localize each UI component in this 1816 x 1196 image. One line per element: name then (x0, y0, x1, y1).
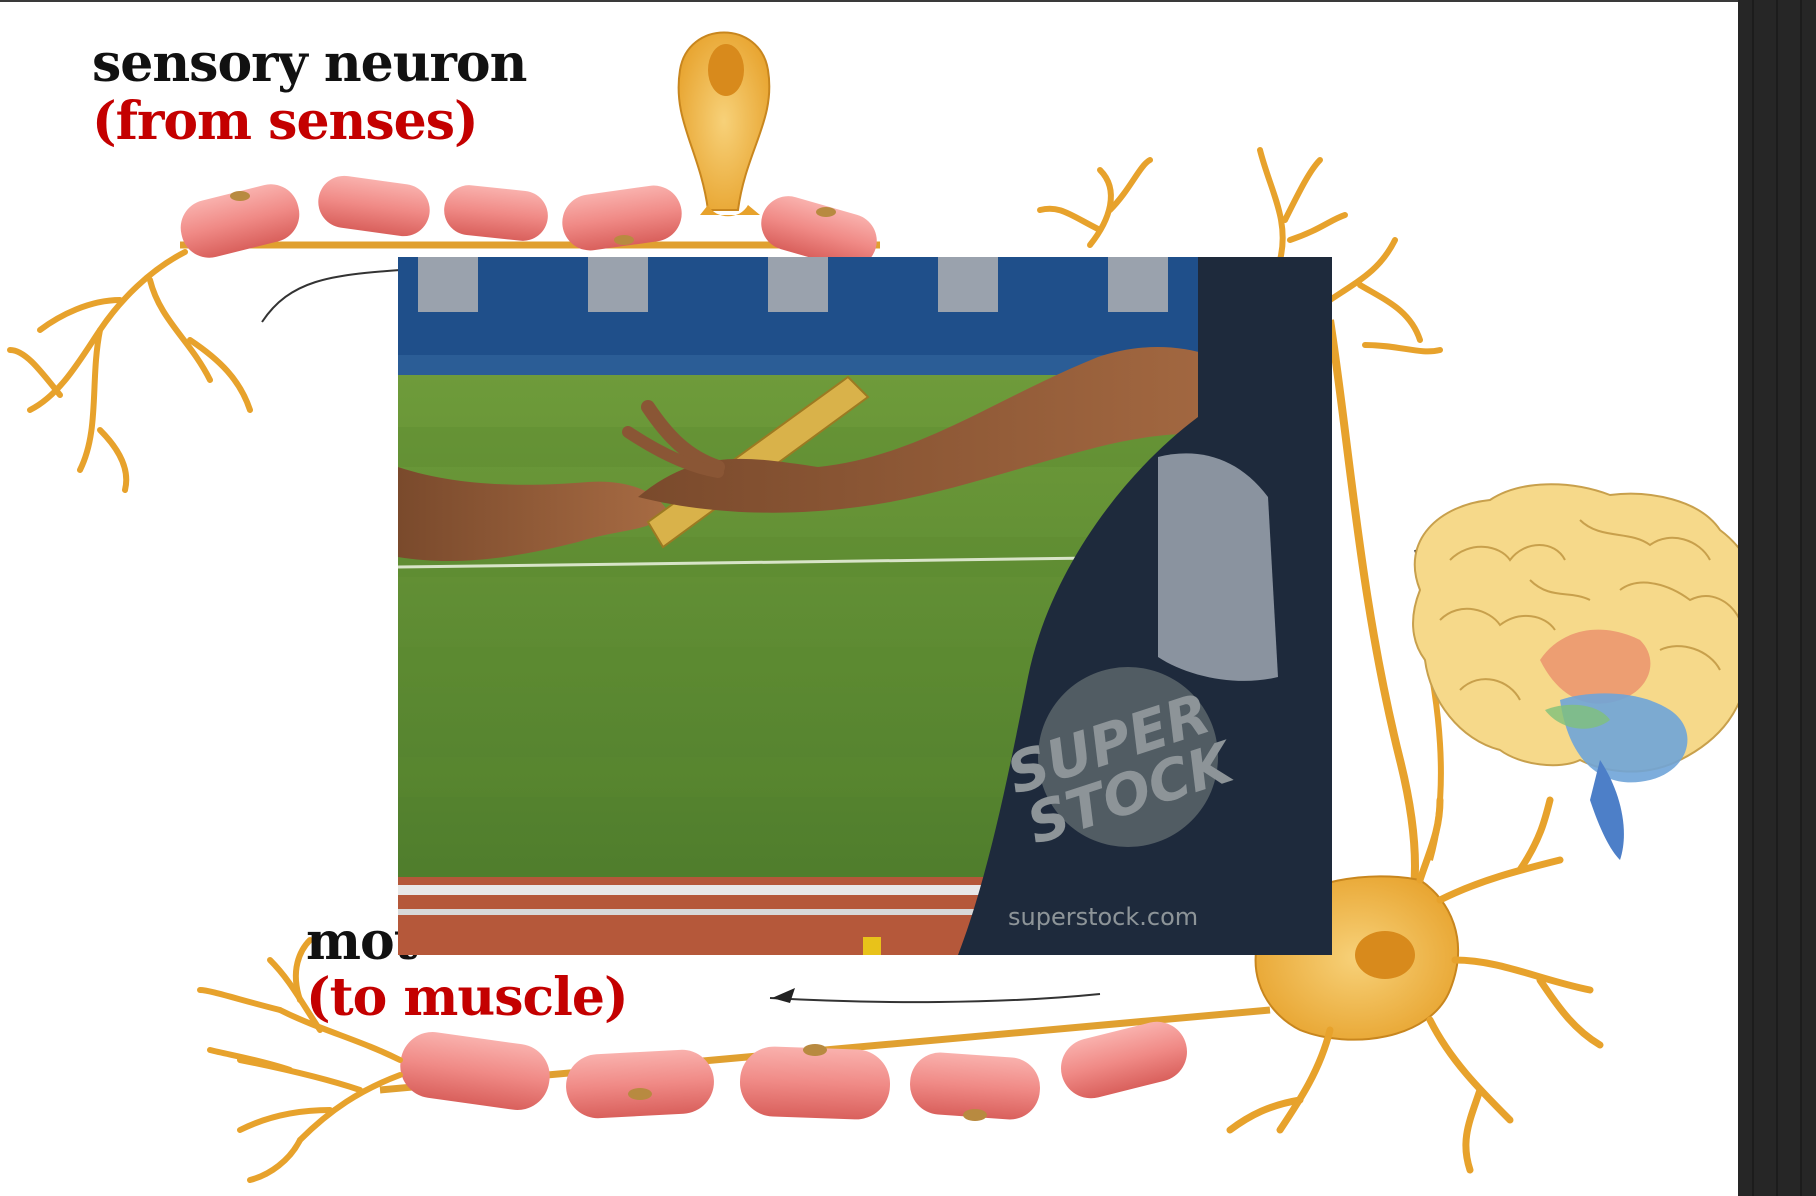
arrow-icon (262, 270, 400, 322)
sensory-neuron-label: sensory neuron (92, 34, 526, 94)
side-panel (1738, 0, 1816, 1196)
svg-text:superstock.com: superstock.com (1008, 903, 1198, 931)
brain-illustration (1413, 484, 1738, 860)
relay-baton-photo: SUPER STOCK superstock.com (398, 257, 1332, 955)
sensory-neuron-sublabel: (from senses) (92, 92, 478, 152)
arrow-icon (770, 994, 1100, 1002)
slide: sensory neuron (from senses) mot (to mus… (0, 0, 1738, 1196)
arrow-icon (772, 988, 795, 1003)
motor-neuron-sublabel: (to muscle) (306, 968, 628, 1028)
